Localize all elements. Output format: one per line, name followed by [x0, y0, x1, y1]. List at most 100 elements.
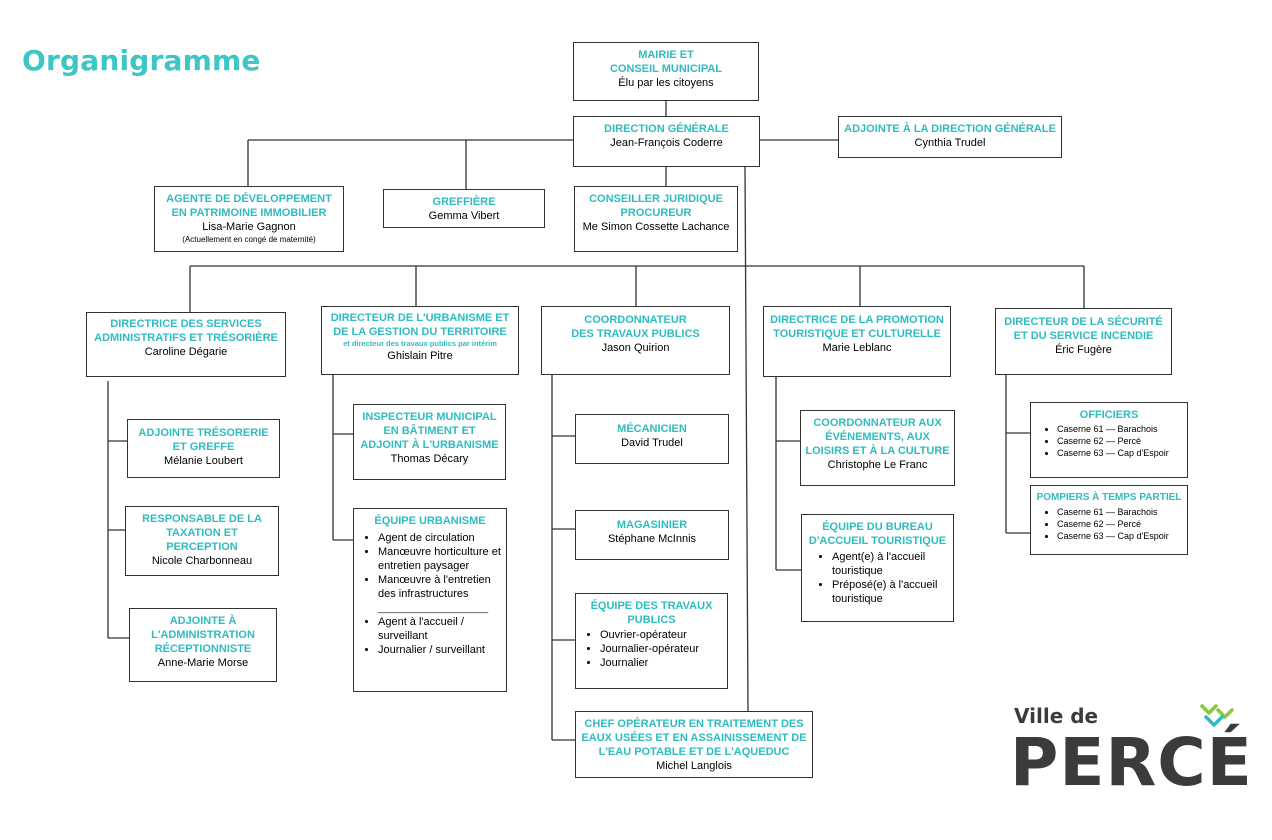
mairie-title-2: CONSEIL MUNICIPAL	[609, 63, 723, 75]
equipe-tp-title-1: ÉQUIPE DES TRAVAUX	[590, 600, 713, 612]
logo-perce-text: PERCÉ	[1010, 724, 1253, 801]
page-title: Organigramme	[22, 44, 261, 77]
coord-tp-box: COORDONNATEUR DES TRAVAUX PUBLICS Jason …	[541, 306, 730, 375]
conseiller-name: Me Simon Cossette Lachance	[582, 221, 730, 233]
dir-urbanisme-box: DIRECTEUR DE L'URBANISME ET DE LA GESTIO…	[321, 306, 519, 375]
equipe-bureau-title-2: D'ACCUEIL TOURISTIQUE	[808, 535, 947, 547]
adj-admin-box: ADJOINTE À L'ADMINISTRATION RÉCEPTIONNIS…	[129, 608, 277, 682]
equipe-tp-title-2: PUBLICS	[627, 614, 676, 626]
coord-tp-title-1: COORDONNATEUR	[584, 314, 687, 326]
adjointe-dg-title: ADJOINTE À LA DIRECTION GÉNÉRALE	[844, 123, 1056, 135]
coord-evenements-name: Christophe Le Franc	[827, 459, 928, 471]
equipe-urbanisme-list: Agent de circulation Manœuvre horticultu…	[358, 531, 502, 657]
list-item: Caserne 61 — Barachois	[1057, 506, 1183, 518]
magasinier-box: MAGASINIER Stéphane McInnis	[575, 510, 729, 560]
dir-urbanisme-title-2: DE LA GESTION DU TERRITOIRE	[333, 326, 507, 338]
adj-tresorerie-name: Mélanie Loubert	[164, 455, 243, 467]
inspecteur-name: Thomas Décary	[390, 453, 469, 465]
adj-admin-name: Anne-Marie Morse	[157, 657, 249, 669]
coord-tp-title-2: DES TRAVAUX PUBLICS	[571, 328, 700, 340]
adj-tresorerie-title-1: ADJOINTE TRÉSORERIE	[138, 427, 269, 439]
resp-taxation-title-1: RESPONSABLE DE LA	[142, 513, 262, 525]
ville-de-perce-logo: Ville de PERCÉ	[1010, 700, 1253, 810]
list-item: Manœuvre horticulture et entretien paysa…	[378, 545, 502, 573]
coord-tp-name: Jason Quirion	[601, 342, 670, 354]
list-separator: ______________________	[378, 603, 489, 613]
inspecteur-title-1: INSPECTEUR MUNICIPAL	[362, 411, 497, 423]
dir-urbanisme-name: Ghislain Pitre	[387, 350, 453, 362]
adj-tresorerie-title-2: ET GREFFE	[172, 441, 235, 453]
equipe-tp-box: ÉQUIPE DES TRAVAUX PUBLICS Ouvrier-opéra…	[575, 593, 728, 689]
adj-admin-title-3: RÉCEPTIONNISTE	[154, 643, 252, 655]
list-item: Caserne 62 — Percé	[1057, 435, 1183, 447]
chef-operateur-title-2: EAUX USÉES ET EN ASSAINISSEMENT DE	[581, 732, 807, 744]
officiers-title: OFFICIERS	[1079, 409, 1139, 421]
resp-taxation-name: Nicole Charbonneau	[151, 555, 253, 567]
resp-taxation-title-2: TAXATION ET	[166, 527, 238, 539]
adj-tresorerie-box: ADJOINTE TRÉSORERIE ET GREFFE Mélanie Lo…	[127, 419, 280, 478]
resp-taxation-title-3: PERCEPTION	[166, 541, 238, 553]
dg-name: Jean-François Coderre	[610, 137, 723, 149]
dir-securite-box: DIRECTEUR DE LA SÉCURITÉ ET DU SERVICE I…	[995, 308, 1172, 375]
equipe-bureau-list: Agent(e) à l'accueil touristique Préposé…	[806, 550, 949, 606]
list-item: Caserne 61 — Barachois	[1057, 423, 1183, 435]
list-item: Agent à l'accueil / surveillant	[378, 615, 502, 643]
agente-dev-name: Lisa-Marie Gagnon	[202, 221, 296, 233]
dir-services-title-2: ADMINISTRATIFS ET TRÉSORIÈRE	[94, 332, 278, 344]
equipe-bureau-title-1: ÉQUIPE DU BUREAU	[822, 521, 933, 533]
magasinier-title: MAGASINIER	[616, 519, 688, 531]
pompiers-list: Caserne 61 — Barachois Caserne 62 — Perc…	[1035, 506, 1183, 542]
dir-securite-title-1: DIRECTEUR DE LA SÉCURITÉ	[1004, 316, 1163, 328]
direction-generale-box: DIRECTION GÉNÉRALE Jean-François Coderre	[573, 116, 760, 167]
dir-promotion-title-2: TOURISTIQUE ET CULTURELLE	[773, 328, 941, 340]
list-item: Caserne 62 — Percé	[1057, 518, 1183, 530]
pompiers-box: POMPIERS À TEMPS PARTIEL Caserne 61 — Ba…	[1030, 485, 1188, 555]
dir-promotion-name: Marie Leblanc	[822, 342, 892, 354]
list-item: Journalier / surveillant	[378, 643, 502, 657]
list-item: Journalier-opérateur	[600, 642, 723, 656]
chevron-mark-icon	[1200, 704, 1234, 727]
list-item: Préposé(e) à l'accueil touristique	[832, 578, 949, 606]
officiers-box: OFFICIERS Caserne 61 — Barachois Caserne…	[1030, 402, 1188, 478]
adjointe-dg-name: Cynthia Trudel	[914, 137, 986, 149]
coord-evenements-box: COORDONNATEUR AUX ÉVÉNEMENTS, AUX LOISIR…	[800, 410, 955, 486]
list-item: Caserne 63 — Cap d'Espoir	[1057, 447, 1183, 459]
dir-promotion-box: DIRECTRICE DE LA PROMOTION TOURISTIQUE E…	[763, 306, 951, 377]
coord-evenements-title-1: COORDONNATEUR AUX	[813, 417, 942, 429]
list-item: Agent de circulation	[378, 531, 502, 545]
dir-urbanisme-sub: et directeur des travaux publics par int…	[343, 339, 497, 348]
inspecteur-title-2: EN BÂTIMENT ET	[383, 425, 476, 437]
dg-title: DIRECTION GÉNÉRALE	[604, 123, 729, 135]
dir-services-name: Caroline Dégarie	[144, 346, 228, 358]
dir-services-title-1: DIRECTRICE DES SERVICES	[110, 318, 262, 330]
officiers-list: Caserne 61 — Barachois Caserne 62 — Perc…	[1035, 423, 1183, 459]
conseiller-box: CONSEILLER JURIDIQUE PROCUREUR Me Simon …	[574, 186, 738, 252]
agente-dev-title-1: AGENTE DE DÉVELOPPEMENT	[166, 193, 332, 205]
dir-urbanisme-title-1: DIRECTEUR DE L'URBANISME ET	[330, 312, 510, 324]
mecanicien-name: David Trudel	[621, 437, 683, 449]
mecanicien-title: MÉCANICIEN	[617, 423, 687, 435]
dir-securite-name: Éric Fugère	[1055, 344, 1112, 356]
mecanicien-box: MÉCANICIEN David Trudel	[575, 414, 729, 464]
dir-services-box: DIRECTRICE DES SERVICES ADMINISTRATIFS E…	[86, 312, 286, 377]
chef-operateur-box: CHEF OPÉRATEUR EN TRAITEMENT DES EAUX US…	[575, 711, 813, 778]
equipe-bureau-box: ÉQUIPE DU BUREAU D'ACCUEIL TOURISTIQUE A…	[801, 514, 954, 622]
adj-admin-title-1: ADJOINTE À	[169, 615, 237, 627]
list-item: Manœuvre à l'entretien des infrastructur…	[378, 573, 502, 601]
adjointe-dg-box: ADJOINTE À LA DIRECTION GÉNÉRALE Cynthia…	[838, 116, 1062, 158]
adj-admin-title-2: L'ADMINISTRATION	[151, 629, 255, 641]
agente-dev-note: (Actuellement en congé de maternité)	[182, 235, 316, 244]
agente-dev-box: AGENTE DE DÉVELOPPEMENT EN PATRIMOINE IM…	[154, 186, 344, 252]
list-item: Agent(e) à l'accueil touristique	[832, 550, 949, 578]
greffiere-title: GREFFIÈRE	[432, 196, 496, 208]
conseiller-title-1: CONSEILLER JURIDIQUE	[589, 193, 723, 205]
inspecteur-box: INSPECTEUR MUNICIPAL EN BÂTIMENT ET ADJO…	[353, 404, 506, 480]
equipe-urbanisme-box: ÉQUIPE URBANISME Agent de circulation Ma…	[353, 508, 507, 692]
greffiere-name: Gemma Vibert	[428, 210, 500, 222]
chef-operateur-name: Michel Langlois	[656, 760, 732, 772]
chef-operateur-title-3: L'EAU POTABLE ET DE L'AQUEDUC	[598, 746, 790, 758]
dir-securite-title-2: ET DU SERVICE INCENDIE	[1013, 330, 1154, 342]
dir-promotion-title-1: DIRECTRICE DE LA PROMOTION	[770, 314, 944, 326]
inspecteur-title-3: ADJOINT À L'URBANISME	[360, 439, 499, 451]
conseiller-title-2: PROCUREUR	[620, 207, 692, 219]
